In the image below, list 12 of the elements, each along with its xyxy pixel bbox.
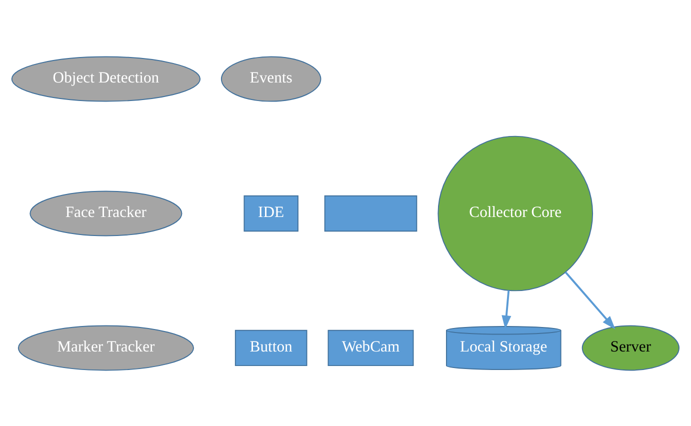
arrow <box>502 290 512 329</box>
node-circle: Collector Core <box>438 135 594 291</box>
arrow <box>564 271 616 329</box>
node-box: Button <box>234 329 308 366</box>
node-ellipse: Events <box>220 56 322 102</box>
node-box: IDE <box>244 194 298 232</box>
node-ellipse: Face Tracker <box>30 190 182 236</box>
node-ellipse: Object Detection <box>11 56 201 102</box>
node-ellipse: Marker Tracker <box>18 324 194 370</box>
node-box: WebCam <box>328 329 414 366</box>
node-ellipse: Server <box>582 324 680 370</box>
node-box <box>324 194 418 232</box>
